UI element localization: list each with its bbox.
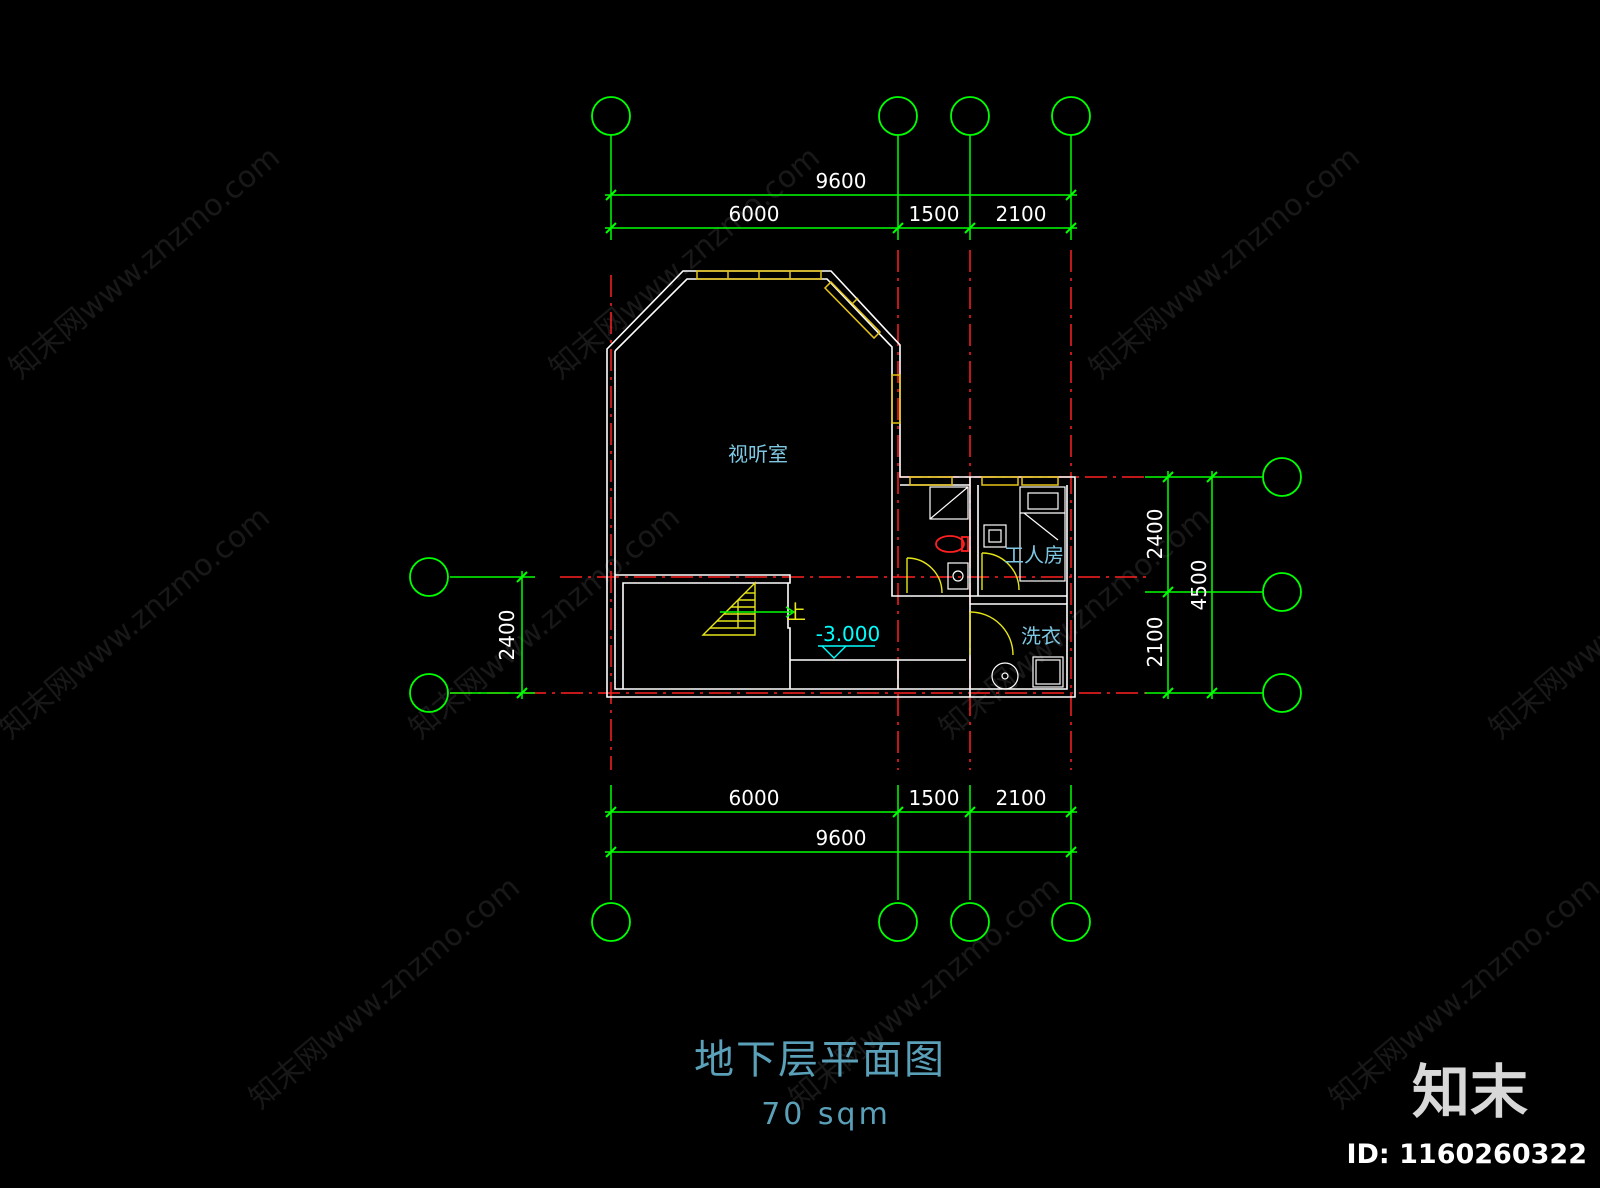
watermark-text: 知末网www.znzmo.com	[1483, 500, 1600, 746]
fixtures	[929, 486, 1066, 690]
dim-right-seg-1: 2400	[1143, 509, 1167, 560]
axis-bubble	[591, 902, 631, 942]
watermark-text: 知末网www.znzmo.com	[543, 140, 827, 386]
watermark-text: 知末网www.znzmo.com	[403, 500, 687, 746]
dim-bottom-seg-1: 6000	[729, 786, 780, 810]
watermark-layer: 知末网www.znzmo.com 知末网www.znzmo.com 知末网www…	[0, 140, 1600, 1116]
room-label-av: 视听室	[728, 442, 788, 466]
room-label-laundry: 洗衣	[1021, 624, 1061, 648]
page-title: 地下层平面图	[694, 1037, 946, 1083]
level-label: -3.000	[816, 622, 880, 646]
area-label: 70 sqm	[761, 1097, 891, 1132]
axis-lines	[450, 250, 1150, 770]
brand-logo: 知末	[1412, 1058, 1528, 1126]
watermark-text: 知末网www.znzmo.com	[0, 500, 277, 746]
axis-bubble	[409, 557, 449, 597]
dim-top-seg-1: 6000	[729, 202, 780, 226]
axis-bubble	[409, 673, 449, 713]
doors	[906, 552, 1020, 656]
axis-bubble	[1262, 572, 1302, 612]
axis-bubble	[878, 96, 918, 136]
axis-bubble	[591, 96, 631, 136]
axis-bubbles	[409, 96, 1302, 942]
toilet-icon	[935, 535, 969, 553]
dim-top-seg-2: 1500	[909, 202, 960, 226]
axis-bubble	[878, 902, 918, 942]
level-marker	[818, 645, 875, 659]
watermark-text: 知末网www.znzmo.com	[243, 870, 527, 1116]
axis-bubble	[1051, 96, 1091, 136]
room-labels: 视听室 工人房 洗衣 上 -3.000	[728, 442, 1064, 648]
axis-bubble	[1262, 457, 1302, 497]
dim-right-seg-2: 2100	[1143, 617, 1167, 668]
dim-left: 2400	[495, 610, 519, 661]
axis-bubble	[950, 902, 990, 942]
dim-top-total: 9600	[816, 169, 867, 193]
watermark-text: 知末网www.znzmo.com	[1083, 140, 1367, 386]
dimension-ticks	[516, 189, 1218, 858]
dimension-labels: 9600 6000 1500 2100 6000 1500 2100 9600 …	[495, 169, 1211, 850]
dim-right-total: 4500	[1187, 560, 1211, 611]
room-label-maid: 工人房	[1004, 543, 1064, 567]
grid-lines	[450, 135, 1263, 900]
axis-bubble	[1051, 902, 1091, 942]
dim-top-seg-3: 2100	[996, 202, 1047, 226]
axis-bubble	[1262, 673, 1302, 713]
windows	[696, 270, 1059, 486]
dim-bottom-seg-2: 1500	[909, 786, 960, 810]
brand-id: ID: 1160260322	[1346, 1139, 1587, 1170]
axis-bubble	[950, 96, 990, 136]
stair	[701, 581, 796, 636]
dim-bottom-total: 9600	[816, 826, 867, 850]
watermark-text: 知末网www.znzmo.com	[3, 140, 287, 386]
stair-up-label: 上	[786, 600, 806, 624]
dim-bottom-seg-3: 2100	[996, 786, 1047, 810]
